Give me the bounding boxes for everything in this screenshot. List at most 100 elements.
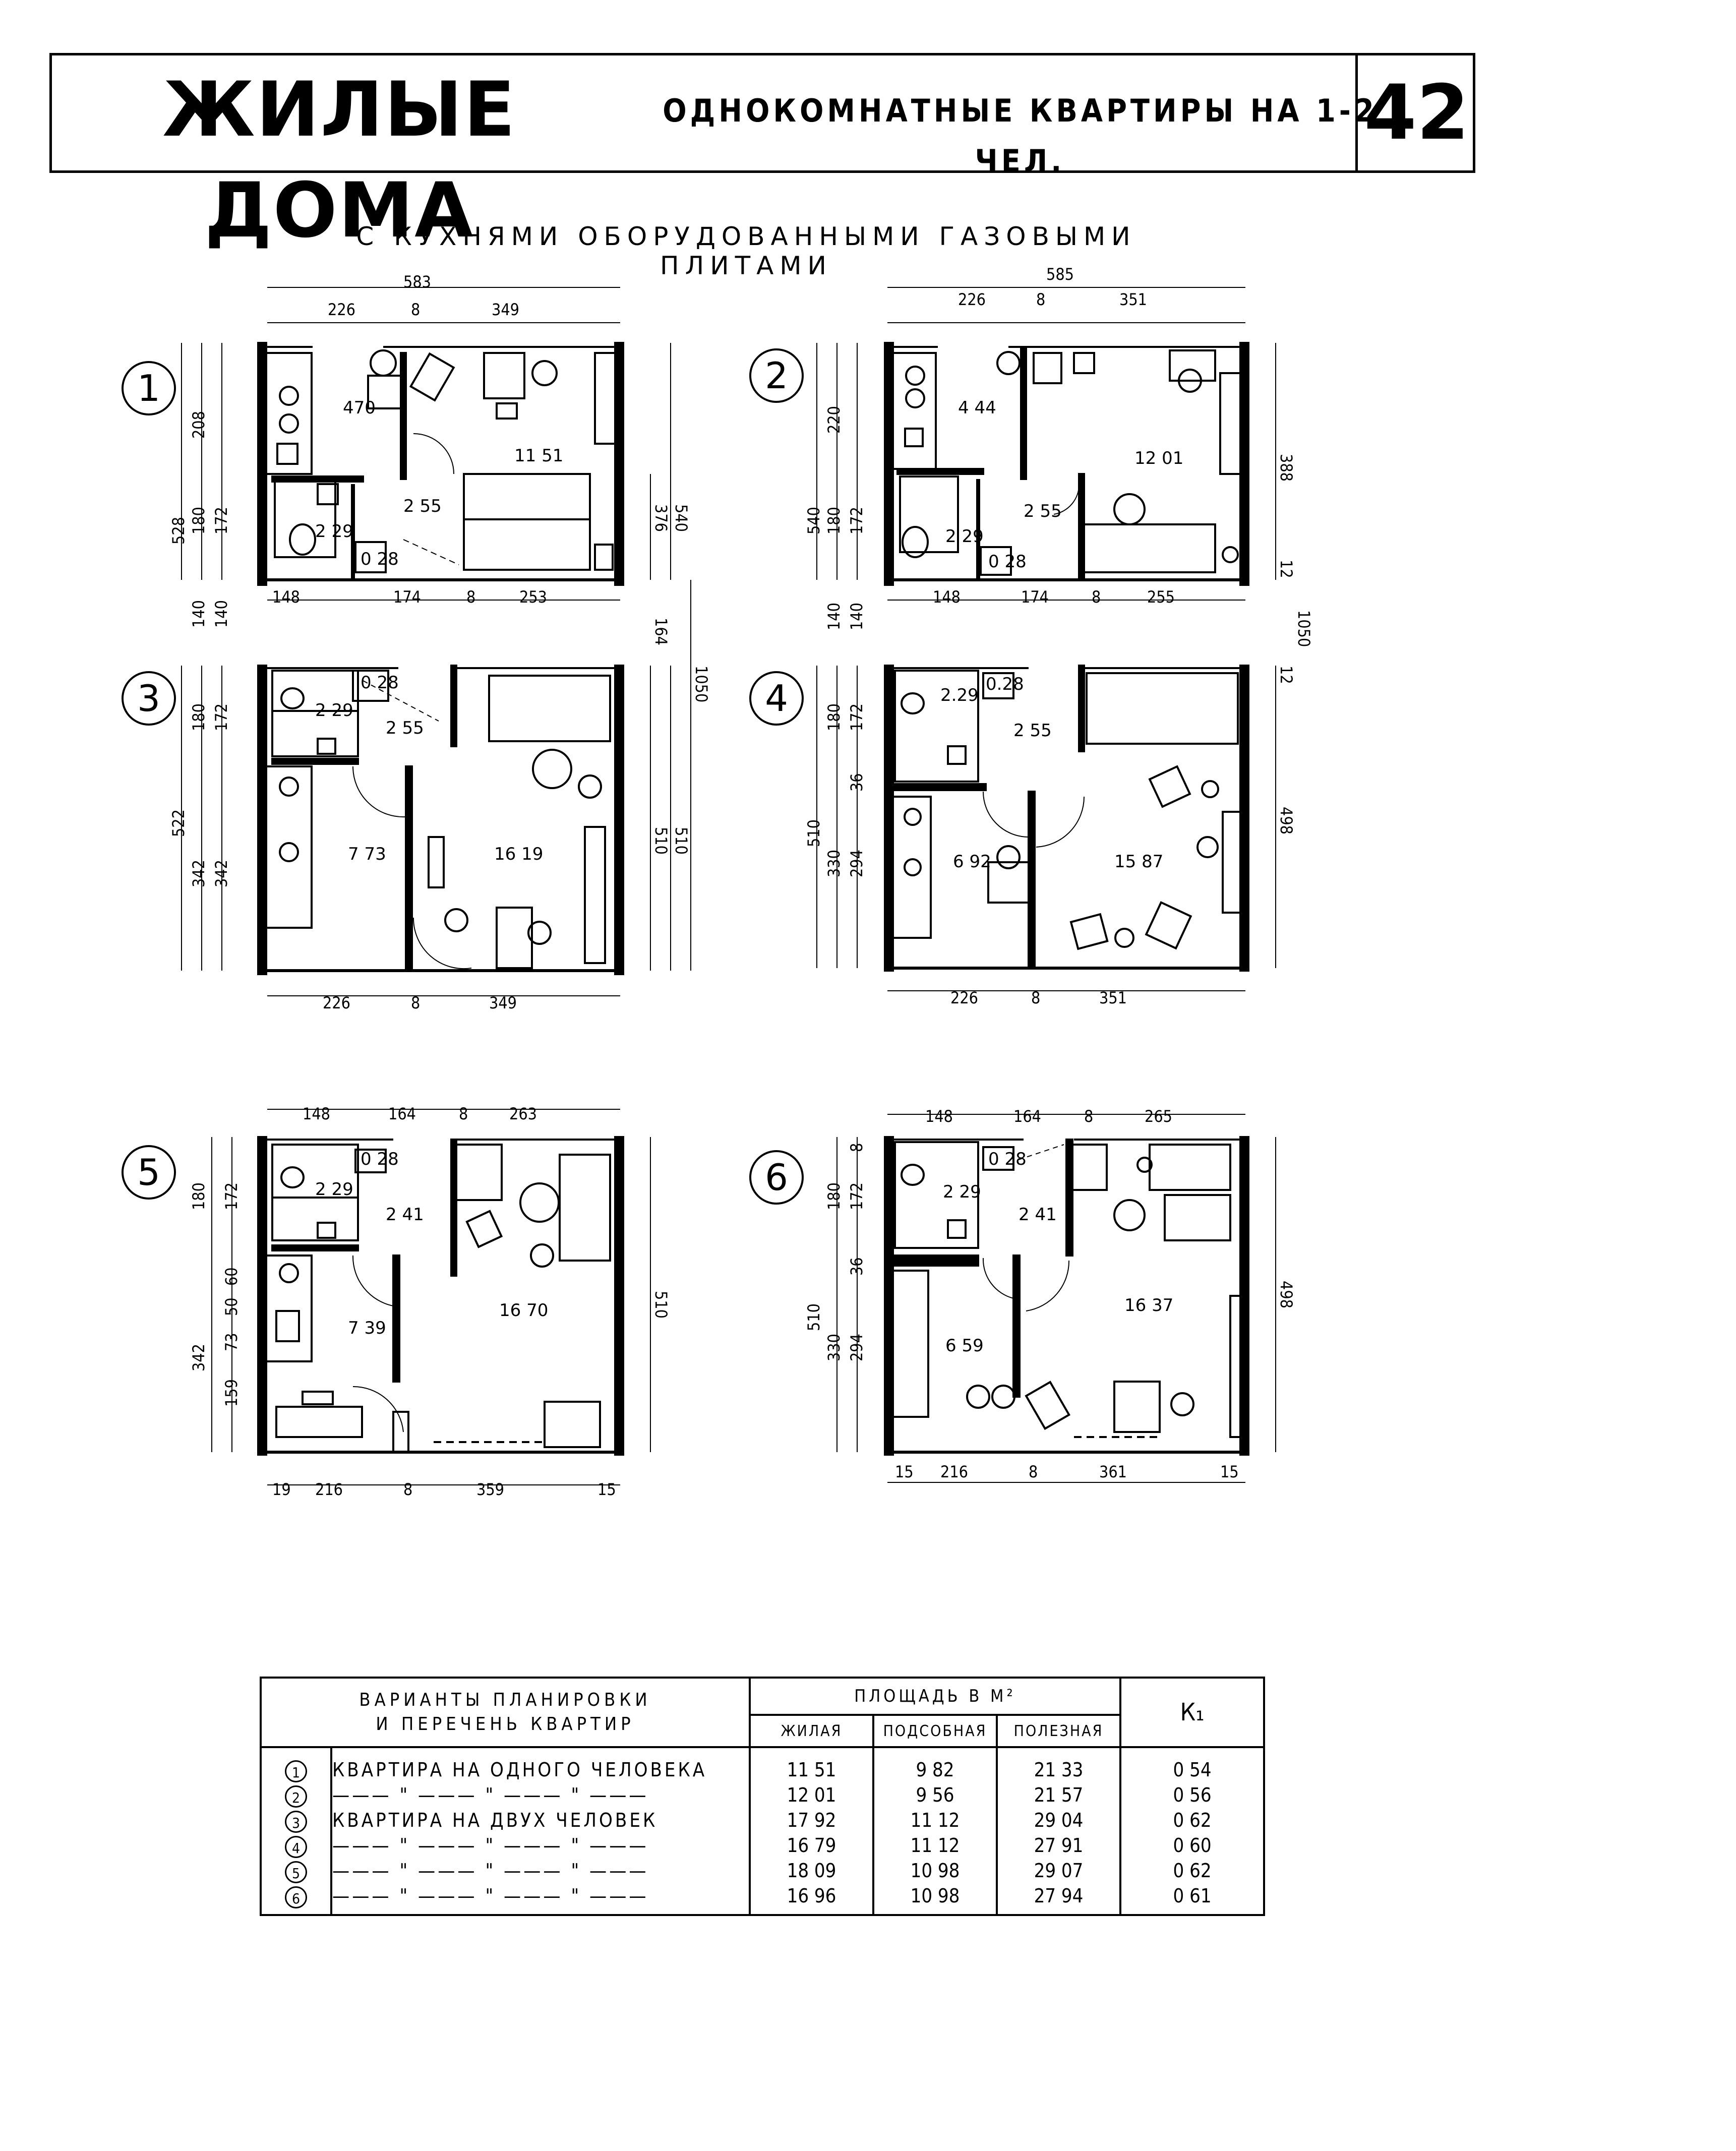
row-k: 0 62 bbox=[1173, 1860, 1212, 1882]
row-living: 16 79 bbox=[787, 1834, 836, 1857]
dimension-lines bbox=[181, 287, 1276, 1485]
plan-6-dim: 15 bbox=[895, 1462, 914, 1481]
plan-2-dim: 388 bbox=[1277, 454, 1296, 482]
row-living: 17 92 bbox=[787, 1809, 836, 1831]
row-index: 4 bbox=[285, 1835, 307, 1858]
plan-3-dim: 1050 bbox=[692, 666, 711, 702]
table-header-k: К₁ bbox=[1119, 1677, 1266, 1748]
plan-4-dim: 498 bbox=[1277, 807, 1296, 834]
plan-2-area: 2 55 bbox=[1024, 501, 1062, 521]
plan-6-dim: 36 bbox=[847, 1257, 866, 1276]
plan-1-dim: 376 bbox=[651, 504, 671, 532]
summary-table: ВАРИАНТЫ ПЛАНИРОВКИ И ПЕРЕЧЕНЬ КВАРТИР П… bbox=[260, 1677, 1266, 1916]
plan-1-dim: 8 bbox=[411, 300, 420, 319]
plan-3 bbox=[122, 665, 624, 975]
plan-3-area: 16 19 bbox=[494, 844, 543, 864]
plan-5-dim: 216 bbox=[315, 1480, 343, 1499]
plan-2-dim: 255 bbox=[1147, 587, 1175, 607]
row-index: 3 bbox=[285, 1810, 307, 1833]
plan-1-dim: 253 bbox=[519, 587, 547, 607]
plan-4-dim: 351 bbox=[1099, 988, 1127, 1007]
plan-3-dim: 342 bbox=[212, 860, 231, 887]
plan-2-dim: 351 bbox=[1119, 290, 1147, 309]
row-useful: 29 04 bbox=[1034, 1809, 1084, 1831]
plan-5-dim: 164 bbox=[388, 1104, 416, 1123]
plan-1-dim: 8 bbox=[466, 587, 475, 607]
table-row: 4 bbox=[262, 1833, 330, 1858]
row-useful: 21 33 bbox=[1034, 1759, 1084, 1781]
plan-6 bbox=[749, 1136, 1249, 1456]
plan-5-dim: 19 bbox=[272, 1480, 291, 1499]
plan-2-dim: 172 bbox=[847, 507, 866, 534]
plan-6-area: 6 59 bbox=[945, 1336, 984, 1356]
table-col-living: 11 51 12 01 17 92 16 79 18 09 16 96 bbox=[749, 1746, 874, 1916]
plan-4-area: 2.29 bbox=[940, 685, 979, 705]
row-living: 18 09 bbox=[787, 1860, 836, 1882]
plan-2-dim: 174 bbox=[1021, 587, 1049, 607]
plan-2-dim: 540 bbox=[804, 507, 823, 534]
row-index: 2 bbox=[285, 1785, 307, 1808]
row-aux: 11 12 bbox=[910, 1809, 960, 1831]
plan-4-dim: 12 bbox=[1277, 666, 1296, 684]
row-living: 16 96 bbox=[787, 1885, 836, 1907]
plan-5-dim: 180 bbox=[189, 1182, 208, 1210]
plan-3-dim: 510 bbox=[651, 827, 671, 855]
plan-5-dim: 8 bbox=[459, 1104, 468, 1123]
plan-6-dim: 330 bbox=[824, 1334, 844, 1361]
plan-5-dim: 172 bbox=[222, 1182, 241, 1210]
plan-1-dim: 528 bbox=[169, 517, 188, 545]
plan-2-dim: 148 bbox=[933, 587, 961, 607]
plan-2-area: 0 28 bbox=[988, 552, 1027, 572]
plan-4-area: 2 55 bbox=[1013, 721, 1052, 741]
plan-5-dim: 510 bbox=[651, 1291, 671, 1319]
row-label: КВАРТИРА НА ОДНОГО ЧЕЛОВЕКА bbox=[332, 1759, 707, 1781]
table-header-aux: ПОДСОБНАЯ bbox=[872, 1714, 998, 1748]
table-header-living: ЖИЛАЯ bbox=[749, 1714, 874, 1748]
row-label: ——— " ——— " ——— " ——— bbox=[332, 1784, 649, 1806]
plan-1-dim: 174 bbox=[393, 587, 421, 607]
plan-5-dim: 359 bbox=[476, 1480, 504, 1499]
plan-4-dim: 226 bbox=[950, 988, 978, 1007]
row-k: 0 61 bbox=[1173, 1885, 1212, 1907]
table-header-row: ВАРИАНТЫ ПЛАНИРОВКИ И ПЕРЕЧЕНЬ КВАРТИР П… bbox=[260, 1677, 1266, 1748]
plan-2-area: 12 01 bbox=[1134, 448, 1183, 468]
plan-3-dim: 349 bbox=[489, 993, 517, 1012]
row-index: 5 bbox=[285, 1861, 307, 1883]
table-header-useful: ПОЛЕЗНАЯ bbox=[995, 1714, 1122, 1748]
plan-1-area: 2 29 bbox=[315, 521, 353, 542]
plan-4-dim: 510 bbox=[804, 819, 823, 847]
plan-6-dim: 8 bbox=[847, 1143, 866, 1152]
row-k: 0 54 bbox=[1173, 1759, 1212, 1781]
page-subtitle: ОДНОКОМНАТНЫЕ КВАРТИРЫ НА 1-2 ЧЕЛ. bbox=[663, 92, 1378, 180]
table-row: 3 bbox=[262, 1808, 330, 1833]
table-row: 6 bbox=[262, 1883, 330, 1908]
plan-4-dim: 8 bbox=[1031, 988, 1040, 1007]
plan-2-dim: 180 bbox=[824, 507, 844, 534]
table-header-area: ПЛОЩАДЬ В М² bbox=[748, 1677, 1122, 1716]
row-aux: 9 56 bbox=[916, 1784, 954, 1806]
plan-1-area: 470 bbox=[343, 398, 376, 418]
plan-6-dim: 8 bbox=[1029, 1462, 1038, 1481]
plan-6-area: 2 29 bbox=[943, 1182, 981, 1202]
row-label: ——— " ——— " ——— " ——— bbox=[332, 1834, 649, 1857]
plan-5-dim: 50 bbox=[222, 1297, 241, 1316]
row-k: 0 56 bbox=[1173, 1784, 1212, 1806]
table-row: 1 bbox=[262, 1757, 330, 1782]
plan-3-dim: 510 bbox=[672, 827, 691, 855]
plan-4-dim: 330 bbox=[824, 850, 844, 877]
table-col-label: КВАРТИРА НА ОДНОГО ЧЕЛОВЕКА ——— " ——— " … bbox=[330, 1746, 751, 1916]
plan-2-dim: 585 bbox=[1046, 265, 1074, 284]
plan-3-dim: 172 bbox=[212, 703, 231, 731]
table-body-row: 1 2 3 4 5 6 КВАРТИРА НА ОДНОГО ЧЕЛОВЕКА … bbox=[260, 1746, 1266, 1916]
plan-3-dim: 180 bbox=[189, 703, 208, 731]
row-label: КВАРТИРА НА ДВУХ ЧЕЛОВЕК bbox=[332, 1809, 658, 1831]
row-aux: 10 98 bbox=[910, 1860, 960, 1882]
plan-1-number: 1 bbox=[137, 367, 160, 409]
plan-1-number-circle bbox=[122, 361, 176, 415]
table-row: 5 bbox=[262, 1858, 330, 1883]
plan-6-dim: 8 bbox=[1084, 1107, 1093, 1126]
plan-6-number: 6 bbox=[765, 1156, 788, 1199]
plan-3-dim: 522 bbox=[169, 809, 188, 837]
plan-3-dim: 8 bbox=[411, 993, 420, 1012]
plan-5-area: 16 70 bbox=[499, 1300, 548, 1321]
